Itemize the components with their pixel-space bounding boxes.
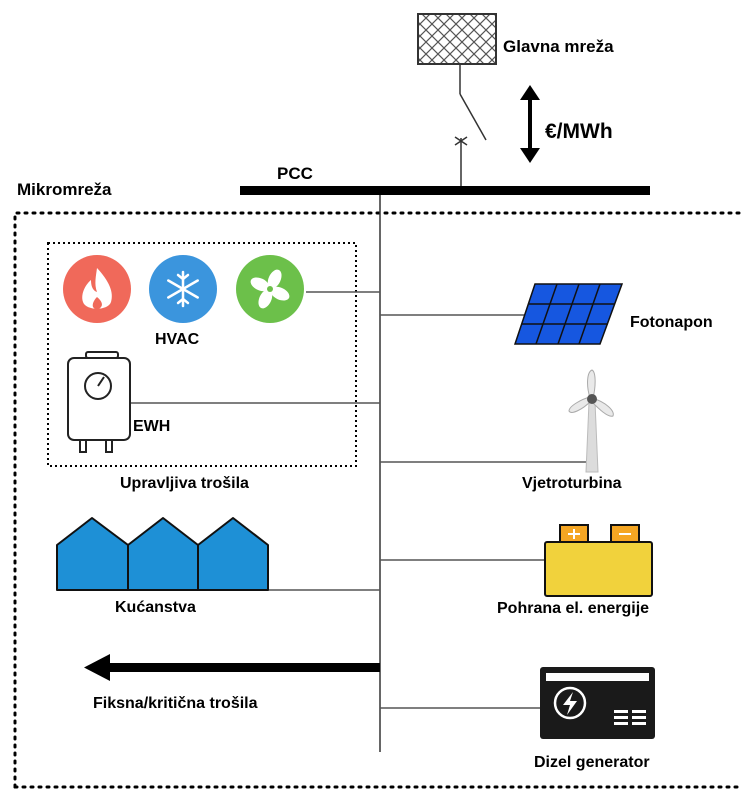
controllable-loads-box — [47, 242, 357, 467]
diesel-label: Dizel generator — [534, 754, 650, 771]
heating-icon — [63, 255, 131, 323]
price-label: €/MWh — [545, 120, 613, 143]
controllable-loads-label: Upravljiva trošila — [120, 475, 249, 492]
hvac-label: HVAC — [155, 331, 200, 348]
battery-icon — [544, 524, 653, 597]
critical-loads-label: Fiksna/kritična trošila — [93, 695, 258, 712]
main-grid-icon — [417, 13, 497, 65]
households-icon — [56, 517, 269, 591]
wind-label: Vjetroturbina — [522, 475, 622, 492]
water-heater-icon — [67, 351, 131, 453]
fan-icon — [236, 255, 304, 323]
breaker-switch-icon — [454, 65, 487, 188]
pcc-bus-bar — [240, 186, 650, 195]
pv-label: Fotonapon — [630, 314, 713, 331]
ewh-label: EWH — [133, 418, 171, 435]
pv-panel-icon — [513, 283, 624, 345]
diesel-generator-icon — [540, 667, 655, 739]
critical-loads-arrow-icon — [84, 654, 380, 681]
cooling-icon — [149, 255, 217, 323]
microgrid-label: Mikromreža — [17, 180, 112, 199]
price-exchange-arrow-icon — [520, 85, 540, 163]
pcc-label: PCC — [277, 164, 313, 183]
microgrid-boundary — [13, 211, 741, 789]
storage-label: Pohrana el. energije — [497, 600, 650, 617]
connection-lines — [130, 291, 592, 709]
households-label: Kućanstva — [115, 599, 196, 616]
wind-turbine-icon — [568, 369, 614, 473]
main-grid-label: Glavna mreža — [503, 37, 614, 56]
